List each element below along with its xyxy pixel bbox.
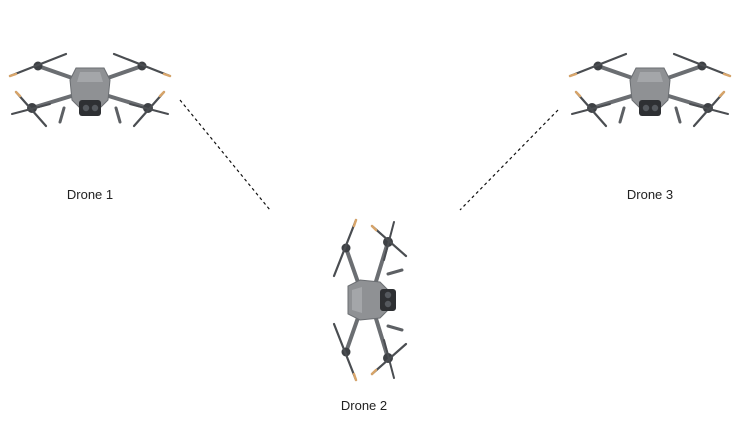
drone-icon [568, 52, 732, 128]
link-drone-1-to-drone-2 [179, 99, 271, 211]
drone-3-node[interactable]: Drone 3 [568, 52, 732, 202]
drone-2-label: Drone 2 [341, 398, 387, 413]
drone-icon [8, 52, 172, 128]
drone-2-node[interactable]: Drone 2 [332, 218, 408, 413]
drone-icon [332, 218, 408, 382]
link-drone-3-to-drone-2 [459, 109, 559, 211]
drone-1-node[interactable]: Drone 1 [8, 52, 172, 202]
drone-3-label: Drone 3 [627, 187, 673, 202]
drone-1-label: Drone 1 [67, 187, 113, 202]
